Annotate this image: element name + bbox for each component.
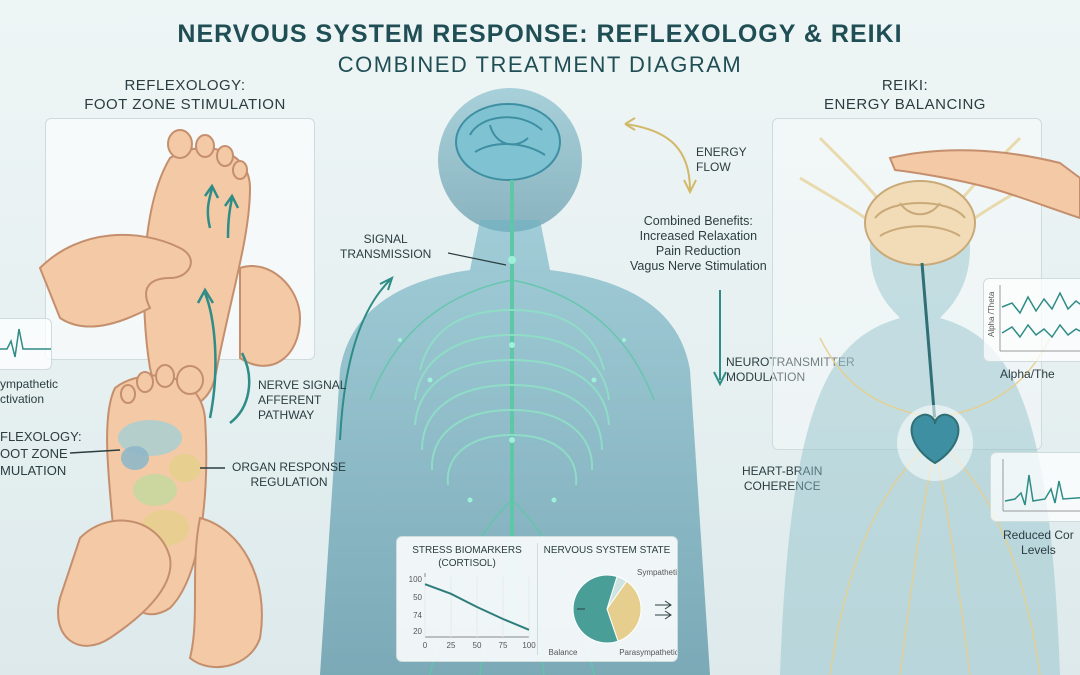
left-side-label-2: FLEXOLOGY: OOT ZONE MULATION <box>0 428 82 479</box>
benefits-heading: Combined Benefits: <box>643 214 753 228</box>
brainwave-chart: Alpha /Theta <box>987 285 1080 352</box>
side-label-2b: OOT ZONE <box>0 446 68 461</box>
ecg-wave-icon <box>0 328 51 358</box>
combined-benefits-box: Combined Benefits: Increased Relaxation … <box>630 214 767 274</box>
right-panel-title: REIKI: ENERGY BALANCING <box>780 76 1030 114</box>
left-title-line1: REFLEXOLOGY: <box>124 77 246 94</box>
levels-text: Levels <box>1021 543 1056 557</box>
transmission-text: TRANSMISSION <box>340 247 432 261</box>
main-title: NERVOUS SYSTEM RESPONSE: REFLEXOLOGY & R… <box>177 20 903 48</box>
neurotransmitter-label: NEUROTRANSMITTER MODULATION <box>726 355 855 385</box>
wave-axis-label: Alpha /Theta <box>987 291 996 337</box>
foot-illustrations <box>38 129 302 668</box>
y-tick-label: 50 <box>413 593 422 602</box>
y-tick-label: 100 <box>409 575 423 584</box>
x-tick-label: 0 <box>423 641 428 650</box>
side-label-2c: MULATION <box>0 463 67 478</box>
pie-label: Balance <box>549 648 578 657</box>
cortisol-line-chart: STRESS BIOMARKERS (CORTISOL) 0 25 50 75 100 1… <box>409 545 537 650</box>
side-label-1b: ctivation <box>0 392 45 406</box>
signal-transmission-label: SIGNAL TRANSMISSION <box>340 232 431 262</box>
charts-card: STRESS BIOMARKERS (CORTISOL) 0 25 50 75 100 1… <box>396 536 678 662</box>
pie-slice-parasympathetic <box>572 574 619 644</box>
reiki-figure <box>780 136 1080 675</box>
signal-text: SIGNAL <box>363 232 408 246</box>
alpha-theta-wave-card: Alpha /Theta <box>983 278 1080 362</box>
benefit-item-relaxation: Increased Relaxation <box>639 229 758 243</box>
reduced-cortisol-label: Reduced Cor Levels <box>1003 528 1074 558</box>
side-label-1a: ympathetic <box>0 377 59 391</box>
energy-text: ENERGY <box>696 145 747 159</box>
cortisol-ecg-card <box>990 452 1080 522</box>
y-tick-label: 74 <box>413 611 422 620</box>
pie-slice-balance <box>606 580 642 642</box>
x-tick-label: 50 <box>473 641 482 650</box>
pie-label: Parasympathetic <box>619 648 677 657</box>
reduced-cortisol-text: Reduced Cor <box>1003 528 1074 542</box>
afferent-text: AFFERENT <box>258 393 322 407</box>
benefit-item-vagus: Vagus Nerve Stimulation <box>630 259 767 273</box>
charts-divider <box>537 543 538 655</box>
benefit-item-pain: Pain Reduction <box>655 244 741 258</box>
nerve-signal-text: NERVE SIGNAL <box>258 378 347 392</box>
heart-brain-text: HEART-BRAIN <box>742 464 823 478</box>
left-side-label-1: ympathetic ctivation <box>0 377 58 407</box>
right-title-line1: REIKI: <box>881 77 929 94</box>
cortisol-wave <box>1002 459 1080 512</box>
organ-response-label: ORGAN RESPONSE REGULATION <box>232 460 346 490</box>
line-chart-title: STRESS BIOMARKERS <box>412 545 522 556</box>
coherence-text: COHERENCE <box>743 479 821 493</box>
pie-chart-title: NERVOUS SYSTEM STATE <box>544 545 671 556</box>
cortisol-series-line <box>424 583 530 631</box>
left-ecg-card <box>0 318 52 370</box>
x-tick-label: 100 <box>522 641 536 650</box>
nerve-signal-label: NERVE SIGNAL AFFERENT PATHWAY <box>258 378 346 423</box>
flow-text: FLOW <box>696 160 731 174</box>
x-tick-label: 75 <box>499 641 508 650</box>
left-panel-title: REFLEXOLOGY: FOOT ZONE STIMULATION <box>60 76 310 114</box>
arrow-right-icon <box>655 600 672 610</box>
pathway-text: PATHWAY <box>258 408 315 422</box>
left-title-line2: FOOT ZONE STIMULATION <box>84 96 286 113</box>
arrow-right-icon <box>655 610 672 620</box>
neurotransmitter-text: NEUROTRANSMITTER <box>726 355 855 369</box>
organ-response-text: ORGAN RESPONSE <box>232 460 347 474</box>
line-chart-title-2: (CORTISOL) <box>438 558 496 569</box>
y-tick-label: 20 <box>413 627 422 636</box>
main-subtitle: COMBINED TREATMENT DIAGRAM <box>337 52 743 77</box>
energy-flow-label: ENERGY FLOW <box>696 145 747 175</box>
x-tick-label: 25 <box>447 641 456 650</box>
modulation-text: MODULATION <box>726 370 806 384</box>
alpha-theta-label: Alpha/The <box>1000 367 1055 381</box>
right-title-line2: ENERGY BALANCING <box>824 96 986 113</box>
pie-label: Sympathetic <box>637 568 677 577</box>
side-label-2a: FLEXOLOGY: <box>0 429 82 444</box>
regulation-text: REGULATION <box>250 475 328 489</box>
heart-brain-label: HEART-BRAIN COHERENCE <box>742 464 822 494</box>
